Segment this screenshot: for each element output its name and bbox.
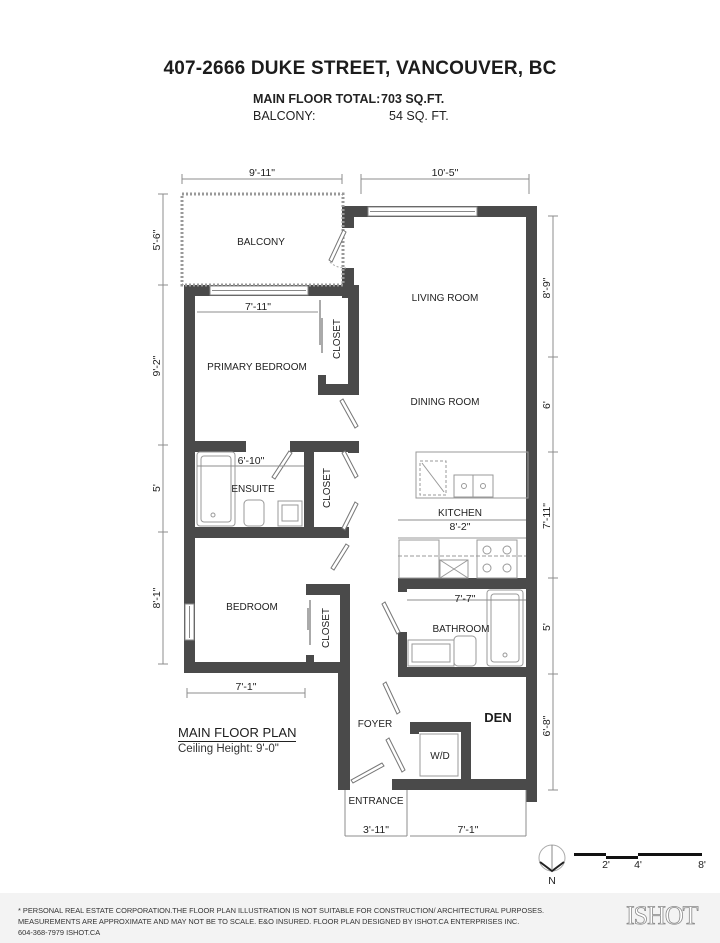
- dim-right-dining: 6': [541, 401, 553, 409]
- property-address: 407-2666 DUKE STREET, VANCOUVER, BC: [163, 58, 557, 79]
- windows: [184, 206, 478, 641]
- floor-plan: BALCONY LIVING ROOM PRIMARY BEDROOM CLOS…: [151, 167, 706, 887]
- dishwasher: [419, 460, 447, 496]
- dim-right-living: 8'-9": [541, 277, 553, 298]
- entrance-door: [350, 762, 385, 784]
- room-foyer: FOYER: [358, 719, 392, 730]
- scale-bar: 2' 4' 8': [574, 853, 706, 871]
- hall-closet-door-lower: [341, 501, 359, 531]
- north-label: N: [548, 875, 556, 887]
- balcony-area-label: BALCONY:: [253, 109, 316, 123]
- ceiling-height: Ceiling Height: 9'-0": [178, 743, 279, 755]
- scale-tick-8: 8': [698, 859, 706, 871]
- disclaimer-line: * PERSONAL REAL ESTATE CORPORATION.THE F…: [18, 906, 545, 915]
- bathroom-toilet: [453, 635, 477, 667]
- room-dining-room: DINING ROOM: [411, 397, 480, 408]
- dim-bathroom-width: 7'-7": [455, 593, 476, 605]
- plan-label: MAIN FLOOR PLAN Ceiling Height: 9'-0": [178, 724, 297, 755]
- dim-kitchen-width: 8'-2": [450, 521, 471, 533]
- ensuite-tub: [196, 451, 236, 527]
- contact-line: 604-368-7979 ISHOT.CA: [18, 928, 101, 937]
- room-primary-bedroom: PRIMARY BEDROOM: [207, 362, 307, 373]
- ishot-logo: ISHOT: [626, 901, 699, 931]
- plan-title: MAIN FLOOR PLAN: [178, 725, 297, 742]
- den-door: [382, 681, 401, 715]
- dim-den-width: 7'-1": [458, 824, 479, 836]
- area-summary: MAIN FLOOR TOTAL: 703 SQ.FT. BALCONY: 54…: [253, 92, 461, 126]
- hall-closet-door-upper: [341, 450, 359, 479]
- dim-bedroom-depth: 8'-1": [151, 587, 163, 608]
- balcony-area-row: BALCONY: 54 SQ. FT.: [253, 109, 461, 126]
- dim-entrance-width: 3'-11": [363, 824, 389, 836]
- ensuite-sink: [277, 500, 303, 527]
- ensuite-toilet: [243, 499, 265, 527]
- balcony-area-value: 54 SQ. FT.: [389, 109, 449, 123]
- disclaimer: * PERSONAL REAL ESTATE CORPORATION.THE F…: [18, 905, 544, 938]
- room-balcony: BALCONY: [237, 237, 285, 248]
- dim-right-den: 6'-8": [541, 715, 553, 736]
- dim-right-kitchen: 7'-11": [541, 503, 553, 529]
- room-closet-bedroom: CLOSET: [321, 608, 332, 648]
- fridge: [398, 539, 440, 579]
- room-bedroom: BEDROOM: [226, 602, 278, 613]
- room-den: DEN: [484, 710, 511, 725]
- dim-primary-bedroom-depth: 9'-2": [151, 355, 163, 376]
- washer-dryer: [419, 733, 459, 777]
- dim-balcony-width: 9'-11": [249, 167, 275, 179]
- scale-tick-2: 2': [602, 859, 610, 871]
- dimension-lines: [158, 174, 558, 837]
- scale-tick-4: 4': [634, 859, 642, 871]
- dim-balcony-depth: 5'-6": [151, 229, 163, 250]
- room-closet-hall: CLOSET: [322, 468, 333, 508]
- balcony-outline: [180, 192, 345, 287]
- room-washer-dryer: W/D: [430, 751, 449, 762]
- room-entrance: ENTRANCE: [348, 796, 403, 807]
- dim-bedroom-width: 7'-1": [236, 681, 257, 693]
- bedroom-door: [330, 543, 350, 571]
- fixtures: [196, 451, 529, 777]
- wd-door: [385, 737, 406, 773]
- room-ensuite: ENSUITE: [231, 484, 275, 495]
- dim-ensuite-depth: 5': [151, 484, 163, 492]
- bathroom-tub: [486, 589, 524, 667]
- disclaimer-line: MEASUREMENTS ARE APPROXIMATE AND MAY NOT…: [18, 917, 520, 926]
- doors: [271, 229, 406, 784]
- balcony-door: [328, 229, 347, 263]
- dim-primary-bedroom-width: 7'-11": [245, 301, 271, 313]
- dim-right-bathroom: 5': [541, 623, 553, 631]
- dim-ensuite-width: 6'-10": [238, 455, 265, 467]
- room-bathroom: BATHROOM: [432, 624, 489, 635]
- footer: * PERSONAL REAL ESTATE CORPORATION.THE F…: [0, 893, 720, 943]
- closet-sliders: [307, 300, 323, 645]
- range-hood: [439, 559, 469, 579]
- room-living-room: LIVING ROOM: [412, 293, 479, 304]
- ensuite-door: [271, 450, 293, 480]
- bathroom-door: [381, 601, 401, 635]
- dim-living-width: 10'-5": [432, 167, 459, 179]
- north-arrow-icon: N: [538, 844, 566, 887]
- main-floor-value: 703 SQ.FT.: [381, 92, 445, 106]
- room-kitchen: KITCHEN: [438, 508, 482, 519]
- kitchen-island: [415, 451, 529, 499]
- main-floor-area-row: MAIN FLOOR TOTAL: 703 SQ.FT.: [253, 92, 461, 109]
- room-closet-primary: CLOSET: [332, 319, 343, 359]
- stove: [476, 539, 518, 579]
- main-floor-label: MAIN FLOOR TOTAL:: [253, 92, 381, 106]
- primary-bedroom-door: [339, 398, 359, 429]
